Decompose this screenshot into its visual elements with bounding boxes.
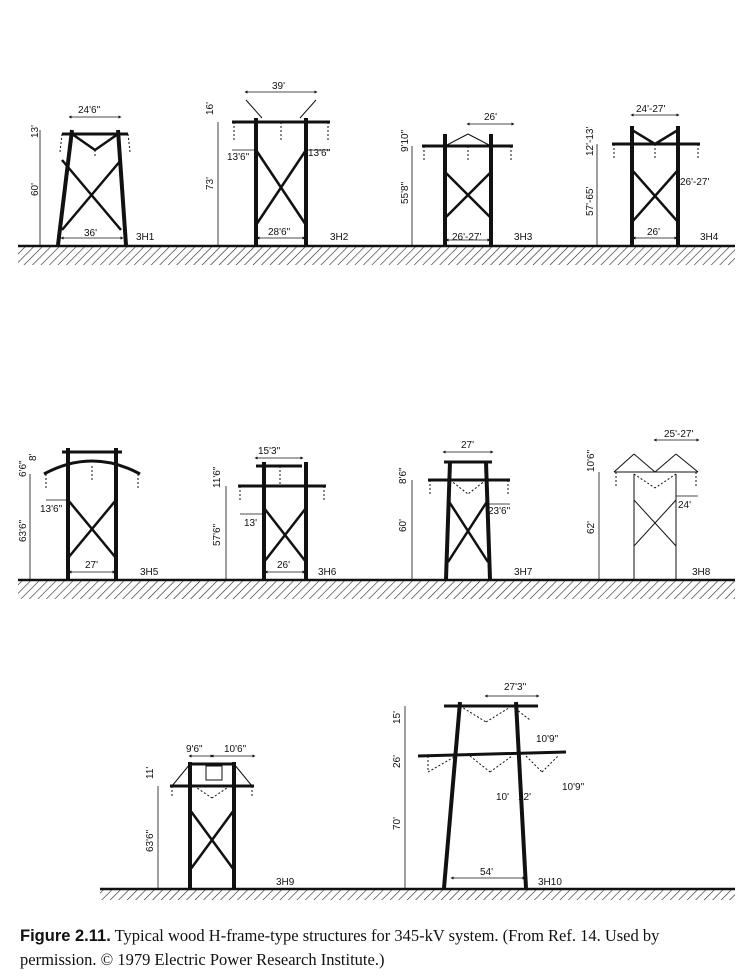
structure-3h6: 15'3" 11'6" 13' 57'6" 26' 3H6 <box>212 446 337 579</box>
dim-3h3-height: 55'8" <box>400 181 411 204</box>
dim-3h4-width: 24'-27' <box>636 104 665 115</box>
ground-row-2 <box>18 578 735 599</box>
code-3h9: 3H9 <box>276 877 295 888</box>
dim-3h4-arm: 26'-27' <box>680 177 709 188</box>
ground-row-1 <box>18 244 735 265</box>
structure-3h8: 25'-27' 10'6" 24' 62' 3H8 <box>586 429 711 579</box>
dim-3h2-arm-right: 13'6" <box>308 148 331 159</box>
dim-3h10-width: 27'3" <box>504 682 527 693</box>
dim-3h9-right: 10'6" <box>224 744 247 755</box>
dim-3h6-height: 57'6" <box>212 523 223 546</box>
figure-caption: Figure 2.11. Typical wood H-frame-type s… <box>20 924 732 972</box>
dim-3h8-width: 25'-27' <box>664 429 693 440</box>
ground-row-3 <box>100 887 735 900</box>
structures-diagram: 24'6" 13' 60' 36' 3H1 39' 16' 13'6" 13'6… <box>18 81 735 900</box>
code-3h3: 3H3 <box>514 232 533 243</box>
dim-3h2-top: 16' <box>205 102 216 115</box>
dim-3h4-top: 12'-13' <box>585 127 596 156</box>
dim-3h10-gap-a: 10' <box>496 792 509 803</box>
dim-3h10-upper-arm: 10'9" <box>536 734 559 745</box>
dim-3h10-height: 70' <box>392 817 403 830</box>
dim-3h9-height: 63'6" <box>145 829 156 852</box>
dim-3h10-lower: 26' <box>392 755 403 768</box>
caption-text: Typical wood H-frame-type structures for… <box>20 926 660 969</box>
dim-3h2-arm-left: 13'6" <box>227 152 250 163</box>
dim-3h10-upper: 15' <box>392 711 403 724</box>
figure-number: Figure 2.11. <box>20 927 111 945</box>
dim-3h8-height: 62' <box>586 521 597 534</box>
dim-3h1-top: 13' <box>30 125 41 138</box>
structure-3h5: 8' 6'6" 13'6" 63'6" 27' 3H5 <box>18 448 159 579</box>
structure-3h3: 26' 9'10" 55'8" 26'-27' 3H3 <box>400 112 533 245</box>
dim-3h5-sag: 6'6" <box>18 460 29 477</box>
dim-3h7-arm: 23'6" <box>488 506 511 517</box>
dim-3h2-height: 73' <box>205 177 216 190</box>
dim-3h5-arm: 13'6" <box>40 504 63 515</box>
dim-3h1-height: 60' <box>30 183 41 196</box>
dim-3h7-width: 27' <box>461 440 474 451</box>
structure-3h2: 39' 16' 13'6" 13'6" 73' 28'6" 3H2 <box>205 81 349 245</box>
dim-3h8-top: 10'6" <box>586 449 597 472</box>
dim-3h5-top: 8' <box>28 453 39 461</box>
code-3h7: 3H7 <box>514 567 533 578</box>
code-3h5: 3H5 <box>140 567 159 578</box>
code-3h8: 3H8 <box>692 567 711 578</box>
code-3h2: 3H2 <box>330 232 349 243</box>
dim-3h2-width: 39' <box>272 81 285 92</box>
dim-3h9-left: 9'6" <box>186 744 203 755</box>
code-3h6: 3H6 <box>318 567 337 578</box>
dim-3h2-base: 28'6" <box>268 227 291 238</box>
dim-3h3-top: 9'10" <box>400 129 411 152</box>
code-3h10: 3H10 <box>538 877 562 888</box>
dim-3h9-top: 11' <box>145 767 156 779</box>
code-3h4: 3H4 <box>700 232 719 243</box>
dim-3h3-width: 26' <box>484 112 497 123</box>
dim-3h5-base: 27' <box>85 560 98 571</box>
dim-3h5-height: 63'6" <box>18 519 29 542</box>
dim-3h7-height: 60' <box>398 519 409 532</box>
dim-3h6-base: 26' <box>277 560 290 571</box>
dim-3h4-base: 26' <box>647 227 660 238</box>
dim-3h3-base: 26'-27' <box>452 232 481 243</box>
dim-3h6-width: 15'3" <box>258 446 281 457</box>
dim-3h10-gap-b: 12' <box>518 792 531 803</box>
structure-3h4: 24'-27' 12'-13' 26'-27' 57'-65' 26' 3H4 <box>585 104 719 245</box>
structure-3h9: 9'6" 10'6" 11' 63'6" 3H9 <box>145 744 295 888</box>
code-3h1: 3H1 <box>136 232 155 243</box>
dim-3h10-base: 54' <box>480 867 493 878</box>
dim-3h1-width: 24'6" <box>78 105 101 116</box>
dim-3h8-arm: 24' <box>678 500 691 511</box>
dim-3h1-base: 36' <box>84 228 97 239</box>
dim-3h6-arm: 13' <box>244 518 257 529</box>
dim-3h7-top: 8'6" <box>398 467 409 484</box>
structure-3h7: 27' 8'6" 23'6" 60' 3H7 <box>398 440 533 580</box>
dim-3h10-lower-arm: 10'9" <box>562 782 585 793</box>
dim-3h4-height: 57'-65' <box>585 187 596 216</box>
structure-3h10: 27'3" 15' 10'9" 26' 10' 12' 10'9" 70' 54… <box>392 682 585 889</box>
dim-3h6-top: 11'6" <box>212 466 223 488</box>
structure-3h1: 24'6" 13' 60' 36' 3H1 <box>30 105 155 246</box>
